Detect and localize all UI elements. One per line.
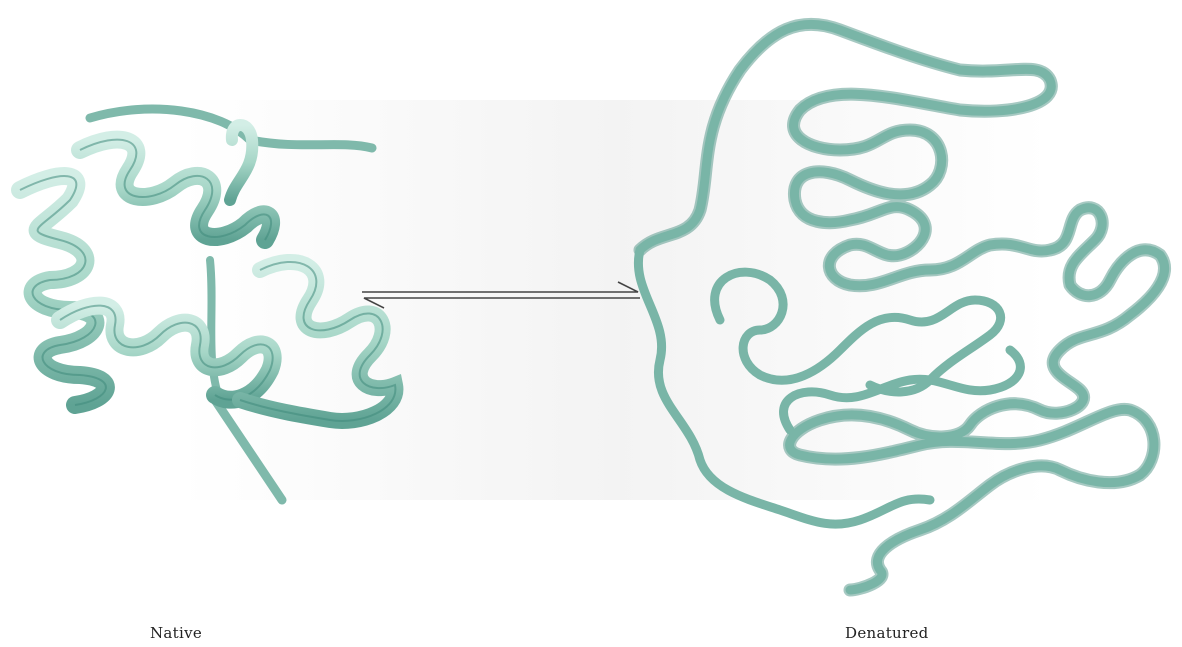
native-label: Native xyxy=(150,624,202,642)
denatured-label: Denatured xyxy=(845,624,929,642)
helix-1 xyxy=(20,176,106,405)
